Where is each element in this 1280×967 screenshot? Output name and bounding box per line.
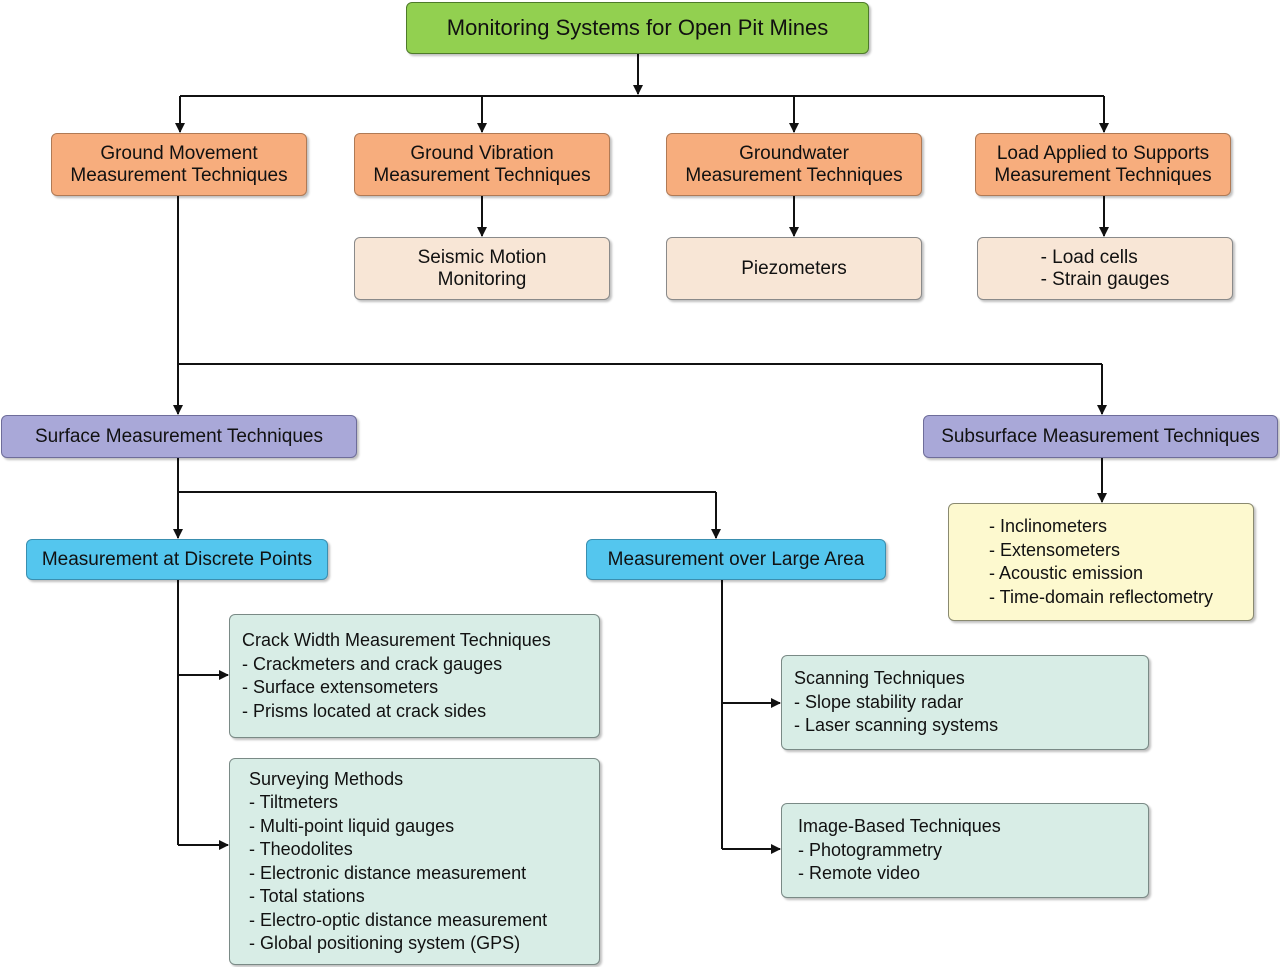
large-area-label: Measurement over Large Area bbox=[607, 548, 865, 570]
scanning-item-1: - Slope stability radar bbox=[794, 691, 964, 712]
image-item-1: - Photogrammetry bbox=[798, 839, 943, 860]
surveying-item-7: - Global positioning system (GPS) bbox=[249, 933, 521, 953]
subsurface-label: Subsurface Measurement Techniques bbox=[941, 425, 1260, 447]
root-node: Monitoring Systems for Open Pit Mines bbox=[406, 2, 869, 54]
surveying-node: Surveying Methods - Tiltmeters - Multi-p… bbox=[229, 758, 600, 965]
ground-movement-node: Ground Movement Measurement Techniques bbox=[51, 133, 307, 196]
crack-item-1: - Crackmeters and crack gauges bbox=[242, 653, 503, 674]
load-supports-line-1: Load Applied to Supports bbox=[996, 142, 1210, 164]
image-based-node: Image-Based Techniques - Photogrammetry … bbox=[781, 803, 1149, 898]
load-supports-line-2: Measurement Techniques bbox=[994, 164, 1212, 186]
surveying-item-2: - Multi-point liquid gauges bbox=[249, 815, 455, 836]
scanning-title: Scanning Techniques bbox=[794, 668, 965, 689]
load-item-2: - Strain gauges bbox=[1040, 268, 1170, 290]
ground-vibration-line-1: Ground Vibration bbox=[410, 142, 554, 164]
surveying-item-1: - Tiltmeters bbox=[249, 792, 339, 812]
piezometers-node: Piezometers bbox=[666, 237, 922, 300]
scanning-item-2: - Laser scanning systems bbox=[794, 715, 999, 736]
surveying-item-5: - Total stations bbox=[249, 886, 365, 906]
scanning-node: Scanning Techniques - Slope stability ra… bbox=[781, 655, 1149, 750]
piezometers-label: Piezometers bbox=[741, 257, 847, 279]
surveying-item-3: - Theodolites bbox=[249, 839, 353, 859]
subsurface-item-2: - Extensometers bbox=[988, 539, 1121, 560]
seismic-node: Seismic Motion Monitoring bbox=[354, 237, 610, 300]
groundwater-node: Groundwater Measurement Techniques bbox=[666, 133, 922, 196]
discrete-points-label: Measurement at Discrete Points bbox=[41, 548, 313, 570]
subsurface-item-1: - Inclinometers bbox=[988, 516, 1108, 536]
image-item-2: - Remote video bbox=[798, 863, 921, 884]
ground-movement-line-2: Measurement Techniques bbox=[70, 164, 288, 186]
ground-vibration-line-2: Measurement Techniques bbox=[373, 164, 591, 186]
subsurface-list-node: - Inclinometers - Extensometers - Acoust… bbox=[948, 503, 1254, 621]
crack-item-2: - Surface extensometers bbox=[242, 677, 439, 697]
crack-item-3: - Prisms located at crack sides bbox=[242, 700, 487, 721]
load-item-1: - Load cells bbox=[1040, 246, 1138, 268]
crack-width-title: Crack Width Measurement Techniques bbox=[242, 630, 551, 650]
subsurface-item-3: - Acoustic emission bbox=[988, 563, 1144, 583]
load-supports-node: Load Applied to Supports Measurement Tec… bbox=[975, 133, 1231, 196]
surface-label: Surface Measurement Techniques bbox=[35, 425, 323, 447]
surveying-title: Surveying Methods bbox=[249, 768, 404, 789]
subsurface-node: Subsurface Measurement Techniques bbox=[923, 415, 1278, 458]
seismic-line-2: Monitoring bbox=[437, 268, 527, 290]
crack-width-node: Crack Width Measurement Techniques - Cra… bbox=[229, 614, 600, 738]
discrete-points-node: Measurement at Discrete Points bbox=[26, 539, 328, 580]
groundwater-line-1: Groundwater bbox=[739, 142, 849, 164]
ground-vibration-node: Ground Vibration Measurement Techniques bbox=[354, 133, 610, 196]
surveying-item-4: - Electronic distance measurement bbox=[249, 862, 527, 883]
root-title: Monitoring Systems for Open Pit Mines bbox=[446, 15, 829, 40]
groundwater-line-2: Measurement Techniques bbox=[685, 164, 903, 186]
surface-node: Surface Measurement Techniques bbox=[1, 415, 357, 458]
seismic-line-1: Seismic Motion bbox=[417, 246, 547, 268]
image-based-title: Image-Based Techniques bbox=[798, 816, 1001, 837]
ground-movement-line-1: Ground Movement bbox=[100, 142, 258, 164]
large-area-node: Measurement over Large Area bbox=[586, 539, 886, 580]
surveying-item-6: - Electro-optic distance measurement bbox=[249, 909, 548, 930]
subsurface-item-4: - Time-domain reflectometry bbox=[988, 586, 1214, 607]
load-node: - Load cells - Strain gauges bbox=[977, 237, 1233, 300]
